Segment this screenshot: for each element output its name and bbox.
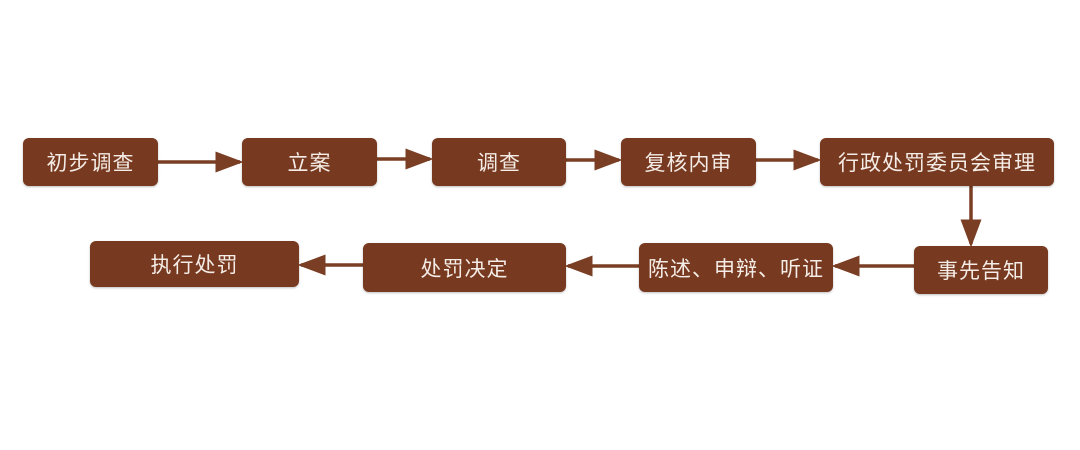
step-penalty-execution: 执行处罚 <box>90 241 299 287</box>
step-prior-notice: 事先告知 <box>914 246 1048 294</box>
step-penalty-decision: 处罚决定 <box>363 243 566 292</box>
step-statement-defense-hearing: 陈述、申辩、听证 <box>639 243 833 292</box>
step-preliminary-investigation: 初步调查 <box>23 138 158 186</box>
step-case-filing: 立案 <box>242 138 377 186</box>
step-committee-review: 行政处罚委员会审理 <box>820 138 1054 186</box>
step-internal-review: 复核内审 <box>621 138 756 186</box>
step-investigation: 调查 <box>432 138 566 186</box>
